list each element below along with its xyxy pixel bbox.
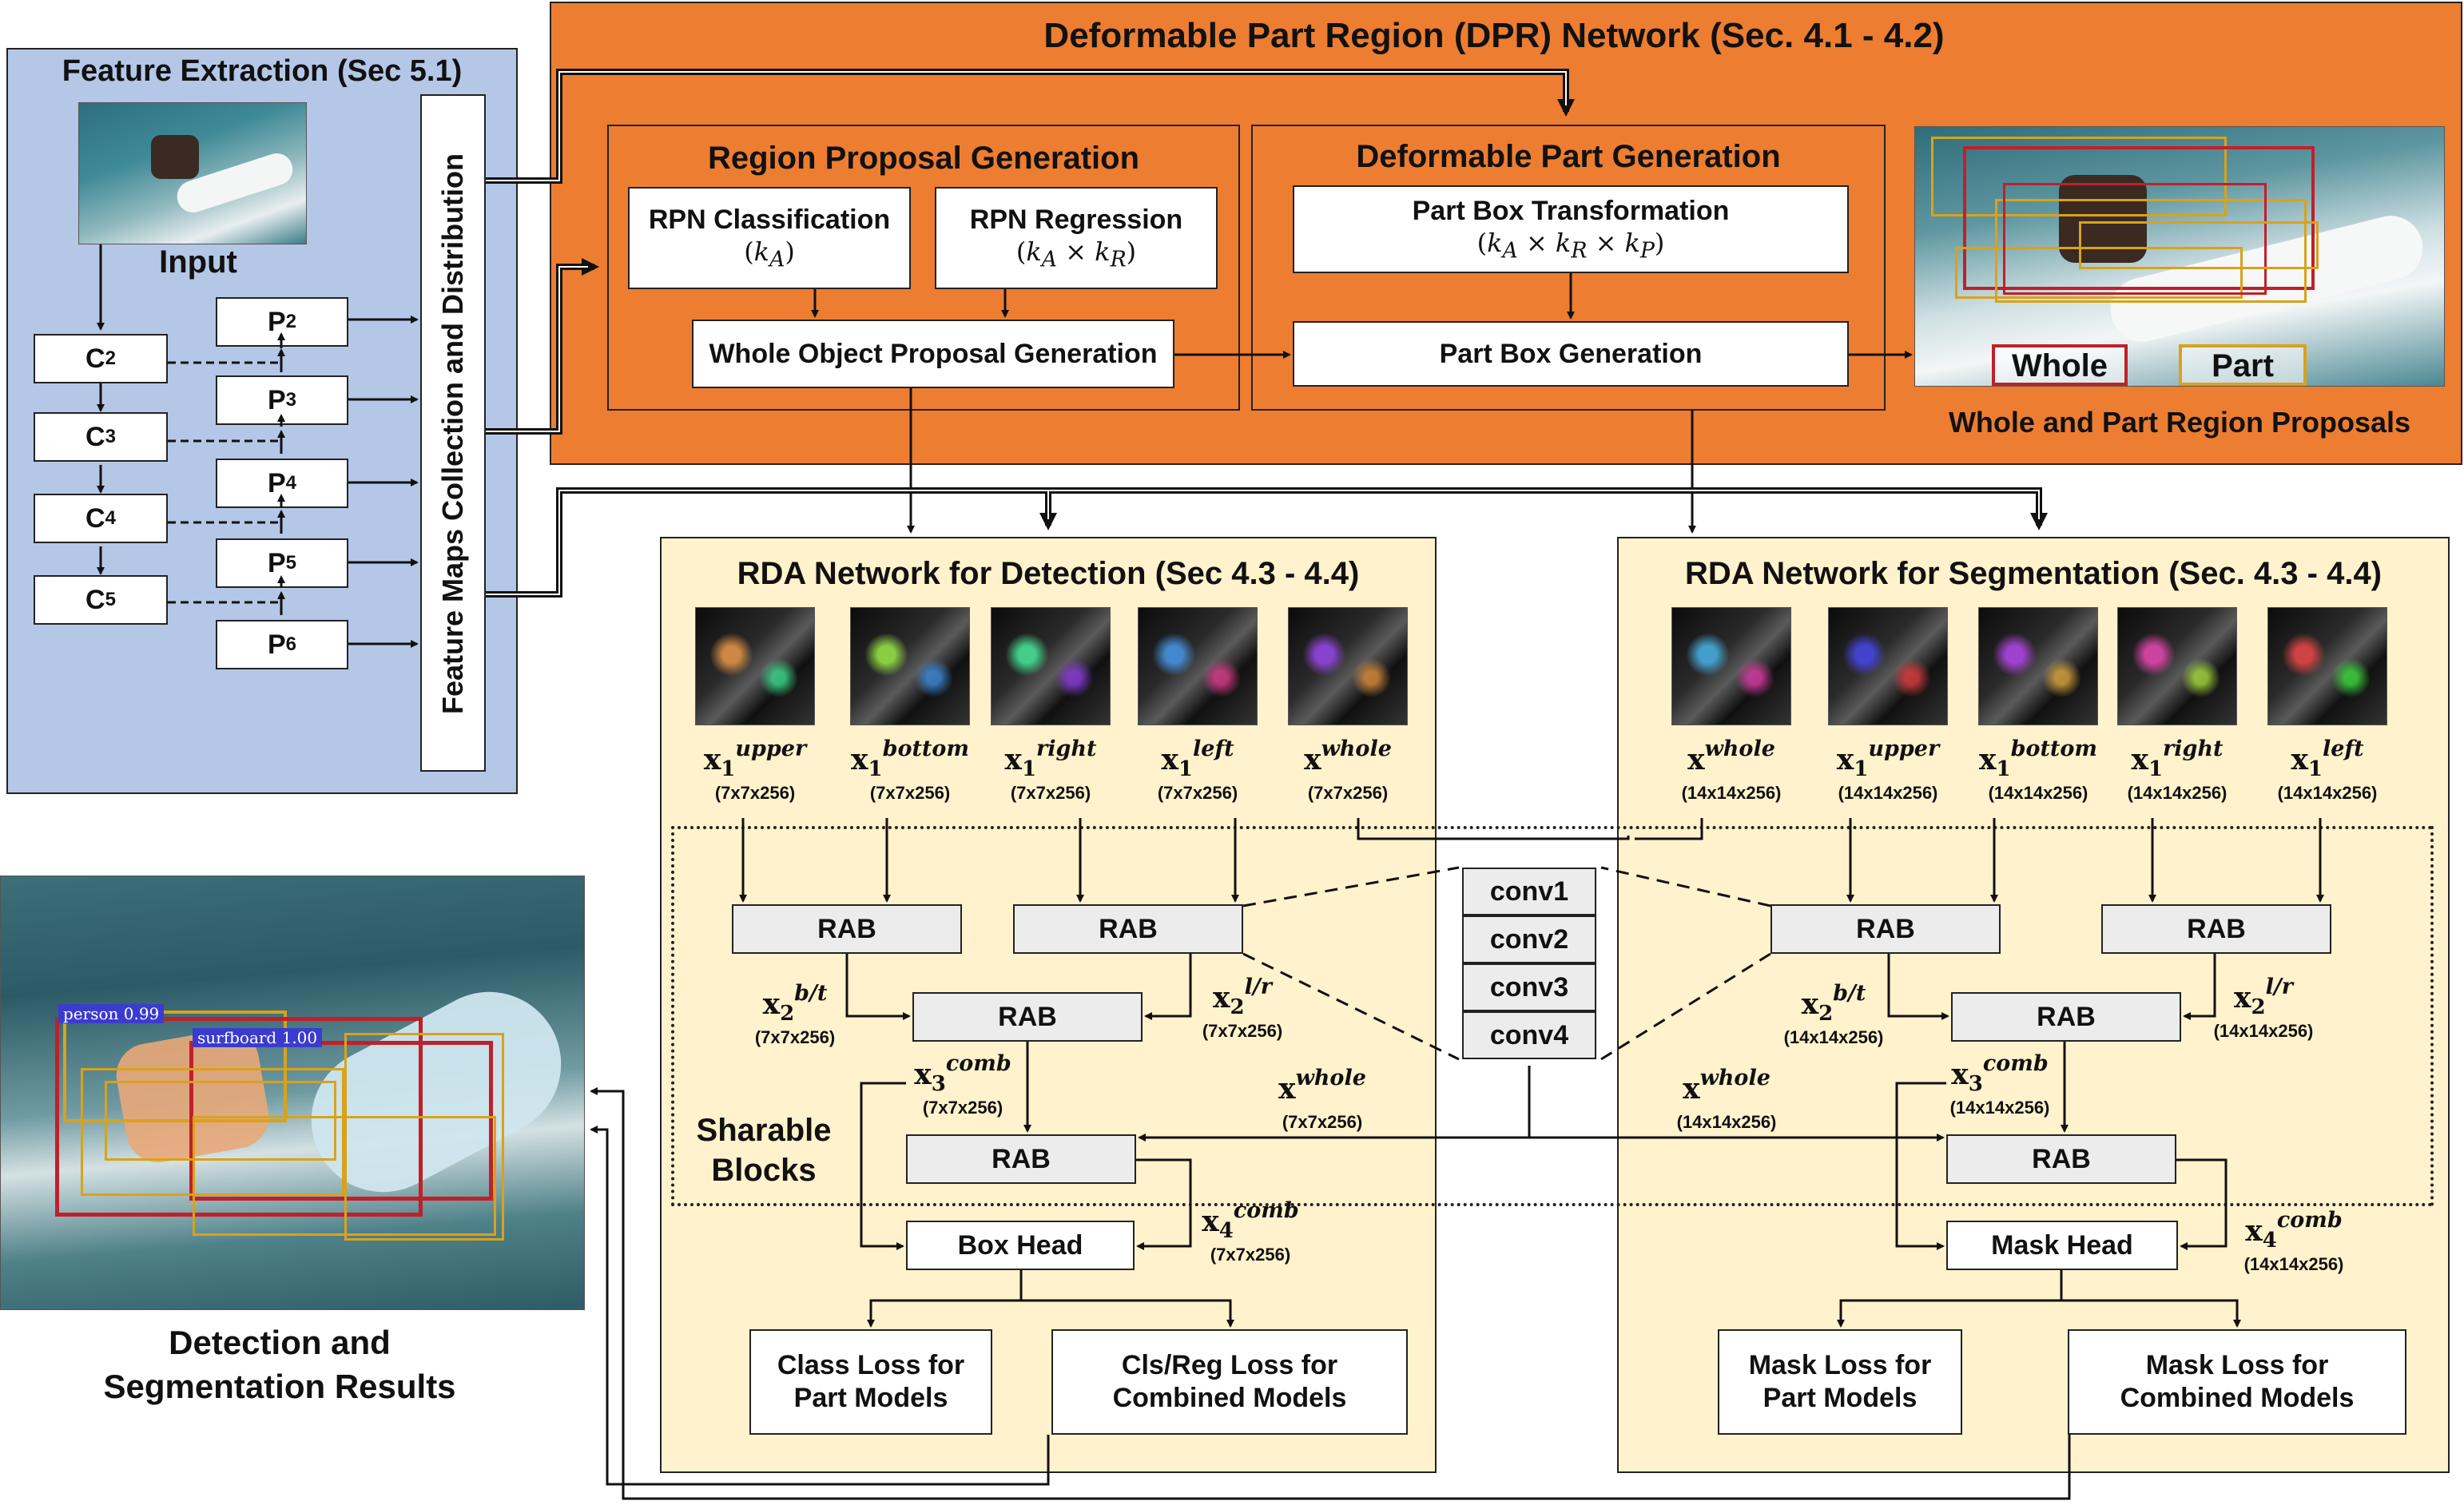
det-feature-map-upper xyxy=(695,607,815,725)
seg-rab-2: RAB xyxy=(2101,904,2331,954)
seg-feature-map-upper xyxy=(1828,607,1948,725)
seg-x-whole: xwhole(14x14x256) xyxy=(1676,1066,1777,1133)
det-input-right: x1right(7x7x256) xyxy=(1004,737,1097,804)
dpr-title: Deformable Part Region (DPR) Network (Se… xyxy=(1043,16,1945,55)
det-x3-comb: x3comb(7x7x256) xyxy=(914,1051,1011,1118)
rpn-classification-box: RPN Classification (kA) xyxy=(628,187,911,289)
det-rab-2: RAB xyxy=(1013,904,1243,954)
proposals-caption: Whole and Part Region Proposals xyxy=(1948,406,2411,439)
seg-input-upper: x1upper(14x14x256) xyxy=(1836,737,1940,804)
seg-feature-map-whole xyxy=(1671,607,1791,725)
seg-rab-1: RAB xyxy=(1771,904,2001,954)
deformable-part-title: Deformable Part Generation xyxy=(1356,139,1781,174)
det-loss-combined: Cls/Reg Loss for Combined Models xyxy=(1051,1329,1408,1435)
legend-whole: Whole xyxy=(1992,344,2128,386)
det-rab-4: RAB xyxy=(906,1134,1136,1184)
part-box-transformation-box: Part Box Transformation (kA × kR × kP) xyxy=(1293,185,1849,273)
det-input-left: x1left(7x7x256) xyxy=(1157,737,1238,804)
results-caption: Detection and Segmentation Results xyxy=(103,1324,456,1405)
seg-input-whole: xwhole(14x14x256) xyxy=(1681,737,1782,804)
whole-object-proposal-box: Whole Object Proposal Generation xyxy=(692,320,1174,388)
seg-feature-map-left xyxy=(2267,607,2387,725)
seg-rab-3: RAB xyxy=(1951,992,2181,1042)
proposals-image: Whole Part xyxy=(1914,126,2445,387)
feature-extraction-title: Feature Extraction (Sec 5.1) xyxy=(62,54,463,88)
seg-x3-comb: x3comb(14x14x256) xyxy=(1949,1051,2050,1118)
shared-conv4: conv4 xyxy=(1462,1011,1596,1059)
input-label: Input xyxy=(159,244,237,280)
det-feature-map-left xyxy=(1138,607,1258,725)
det-feature-map-whole xyxy=(1288,607,1408,725)
shared-conv3: conv3 xyxy=(1462,963,1596,1011)
det-input-upper: x1upper(7x7x256) xyxy=(703,737,807,804)
seg-rab-4: RAB xyxy=(1946,1134,2176,1184)
seg-feature-map-right xyxy=(2117,607,2237,725)
legend-part: Part xyxy=(2179,344,2307,386)
distribution-bar xyxy=(420,94,486,772)
det-feature-map-bottom xyxy=(850,607,970,725)
seg-input-right: x1right(14x14x256) xyxy=(2127,737,2228,804)
seg-feature-map-bottom xyxy=(1978,607,2098,725)
seg-loss-combined: Mask Loss for Combined Models xyxy=(2068,1329,2406,1435)
shared-conv1: conv1 xyxy=(1462,868,1596,915)
input-image xyxy=(78,102,307,244)
seg-x4-comb: x4comb(14x14x256) xyxy=(2243,1208,2344,1275)
det-rab-1: RAB xyxy=(732,904,962,954)
rda-segmentation-title: RDA Network for Segmentation (Sec. 4.3 -… xyxy=(1684,556,2383,591)
det-rab-3: RAB xyxy=(912,992,1143,1042)
det-feature-map-right xyxy=(991,607,1111,725)
seg-input-left: x1left(14x14x256) xyxy=(2277,737,2378,804)
mask-head: Mask Head xyxy=(1946,1221,2178,1270)
part-box-generation-box: Part Box Generation xyxy=(1293,321,1849,387)
person-tag: person 0.99 xyxy=(58,1004,165,1023)
rda-detection-title: RDA Network for Detection (Sec 4.3 - 4.4… xyxy=(737,556,1360,591)
det-x2-bt: x2b/t(7x7x256) xyxy=(754,981,836,1048)
det-x-whole: xwhole(7x7x256) xyxy=(1278,1066,1366,1133)
seg-loss-part: Mask Loss for Part Models xyxy=(1718,1329,1962,1435)
seg-input-bottom: x1bottom(14x14x256) xyxy=(1979,737,2097,804)
det-x2-lr: x2l/r(7x7x256) xyxy=(1202,975,1283,1042)
rpn-regression-box: RPN Regression (kA × kR) xyxy=(935,187,1218,289)
shared-conv2: conv2 xyxy=(1462,915,1596,963)
det-loss-part: Class Loss for Part Models xyxy=(749,1329,992,1435)
surfboard-tag: surfboard 1.00 xyxy=(193,1028,323,1047)
det-input-bottom: x1bottom(7x7x256) xyxy=(851,737,969,804)
box-head: Box Head xyxy=(906,1221,1135,1270)
sharable-blocks-label: Sharable Blocks xyxy=(696,1113,832,1188)
seg-x2-bt: x2b/t(14x14x256) xyxy=(1783,981,1884,1048)
region-proposal-title: Region Proposal Generation xyxy=(707,141,1140,176)
det-input-whole: xwhole(7x7x256) xyxy=(1304,737,1392,804)
det-x4-comb: x4comb(7x7x256) xyxy=(1202,1198,1299,1265)
seg-x2-lr: x2l/r(14x14x256) xyxy=(2213,975,2314,1042)
results-image: person 0.99 surfboard 1.00 xyxy=(0,876,585,1310)
